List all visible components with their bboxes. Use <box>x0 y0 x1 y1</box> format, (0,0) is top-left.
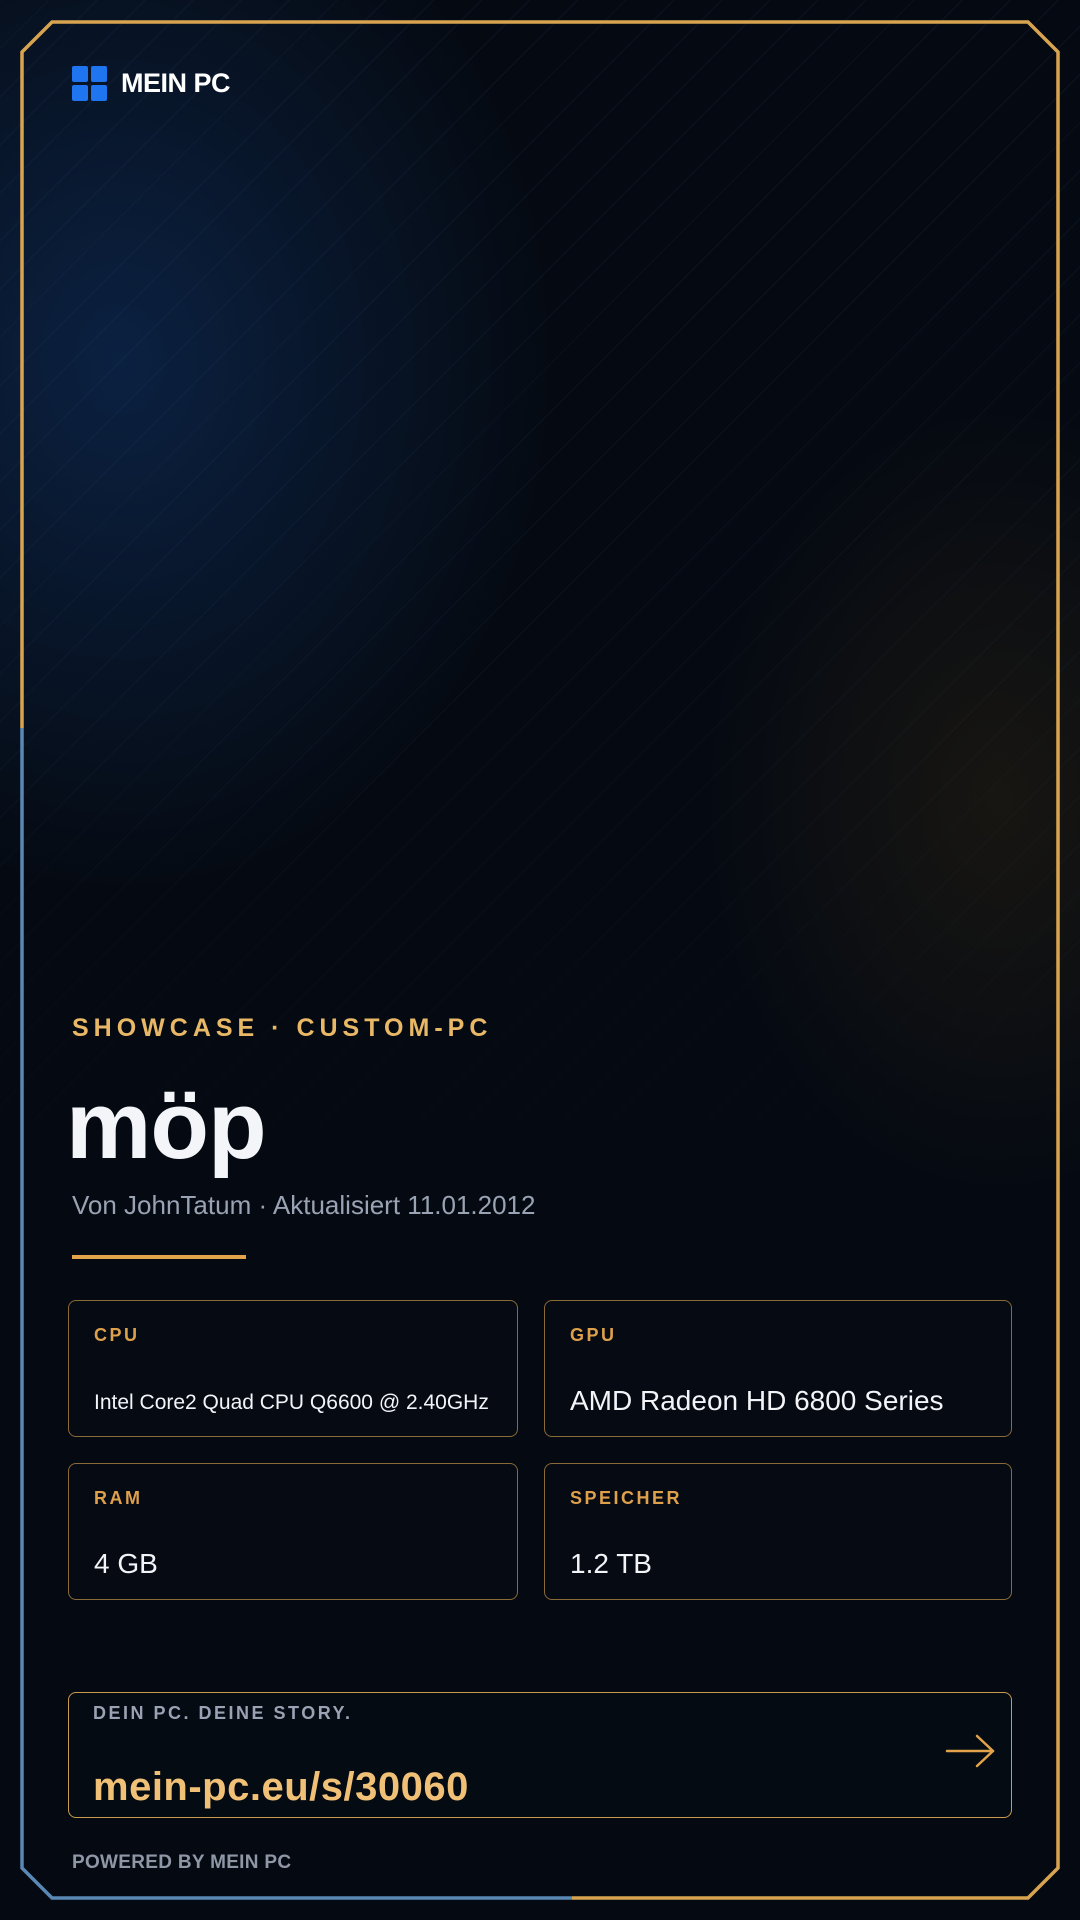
powered-by-footer: POWERED BY MEIN PC <box>72 1852 292 1873</box>
spec-label: SPEICHER <box>570 1488 683 1508</box>
spec-card-ram: RAM 4 GB <box>68 1463 518 1600</box>
spec-value: 4 GB <box>94 1548 158 1579</box>
showcase-eyebrow: SHOWCASE · CUSTOM-PC <box>72 1014 493 1042</box>
spec-label: CPU <box>94 1325 140 1345</box>
brand-name: MEIN PC <box>121 68 231 98</box>
share-url-link[interactable]: mein-pc.eu/s/30060 <box>93 1765 469 1809</box>
spec-label: RAM <box>94 1488 143 1508</box>
spec-label: GPU <box>570 1325 617 1345</box>
spec-card-gpu: GPU AMD Radeon HD 6800 Series <box>544 1300 1012 1437</box>
background-hatch-pattern <box>0 0 1080 1300</box>
spec-card-cpu: CPU Intel Core2 Quad CPU Q6600 @ 2.40GHz <box>68 1300 518 1437</box>
share-link-box[interactable]: DEIN PC. DEINE STORY. mein-pc.eu/s/30060 <box>68 1692 1012 1818</box>
frame-blue-outline <box>20 728 572 1900</box>
brand-header: MEIN PC <box>72 66 231 101</box>
frame-gold-outline <box>20 20 1060 1900</box>
spec-value: AMD Radeon HD 6800 Series <box>570 1385 944 1416</box>
spec-card-storage: SPEICHER 1.2 TB <box>544 1463 1012 1600</box>
windows-logo-icon <box>72 66 107 101</box>
accent-divider <box>72 1255 246 1259</box>
build-title: möp <box>66 1072 267 1179</box>
arrow-right-icon[interactable] <box>943 1731 999 1771</box>
build-byline: Von JohnTatum · Aktualisiert 11.01.2012 <box>72 1190 536 1220</box>
spec-value: Intel Core2 Quad CPU Q6600 @ 2.40GHz <box>94 1391 489 1414</box>
cta-tagline: DEIN PC. DEINE STORY. <box>93 1703 353 1723</box>
spec-value: 1.2 TB <box>570 1548 652 1579</box>
